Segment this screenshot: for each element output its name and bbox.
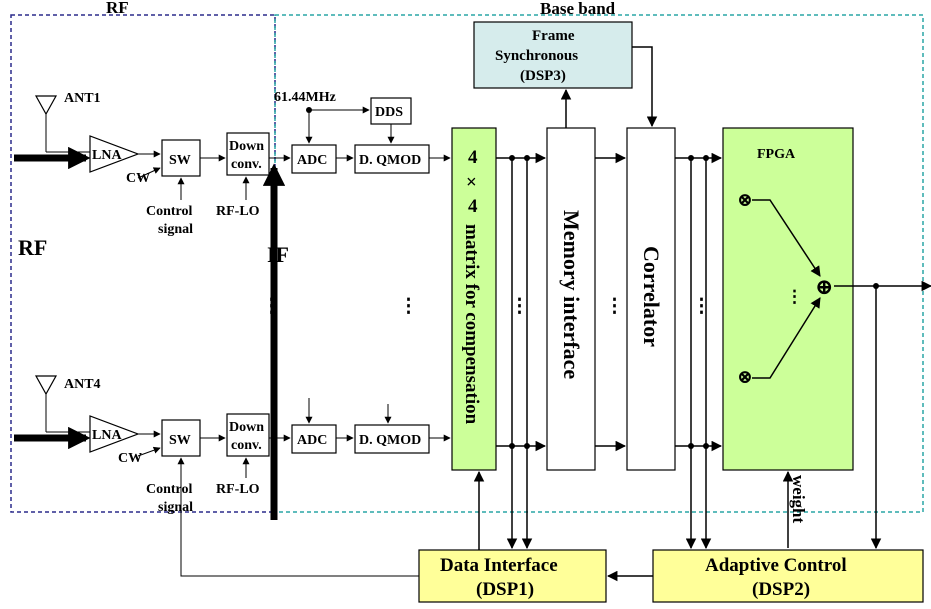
- frame-sync-line3: (DSP3): [520, 68, 566, 84]
- cw-1-label: CW: [126, 171, 150, 186]
- sw-1-label: SW: [169, 153, 191, 168]
- ellipsis-sw: ⋮: [262, 296, 281, 317]
- frame-sync-block: [473, 21, 633, 89]
- dqmod-4-label: D. QMOD: [359, 433, 421, 448]
- down-conv-4: [226, 413, 270, 457]
- memory-interface-label: Memory interface: [559, 210, 584, 379]
- control-signal-1-line1: Control: [146, 204, 193, 219]
- rf-lo-1-label: RF-LO: [216, 204, 260, 219]
- control-signal-4-line1: Control: [146, 482, 193, 497]
- lna-1: [89, 135, 140, 173]
- adaptive-control-line1: Adaptive Control: [705, 555, 847, 576]
- down-conv-1-line1: Down: [229, 139, 264, 154]
- frame-sync-line2: Synchronous: [495, 48, 578, 64]
- weight-label: weight: [789, 475, 808, 524]
- sw-4-label: SW: [169, 433, 191, 448]
- rf-lo-4-label: RF-LO: [216, 482, 260, 497]
- adaptive-control-line2: (DSP2): [752, 579, 810, 600]
- cw-4-label: CW: [118, 451, 142, 466]
- adc-4-label: ADC: [297, 433, 327, 448]
- adc-1: [291, 144, 337, 174]
- down-conv-1: [226, 132, 270, 176]
- matrix-compensation-block: [451, 127, 497, 471]
- correlator-block: [626, 127, 676, 471]
- data-interface-line1: Data Interface: [440, 555, 558, 576]
- matrix-line4: matrix for compensation: [461, 224, 482, 425]
- frame-sync-line1: Frame: [532, 28, 575, 44]
- dqmod-1-label: D. QMOD: [359, 153, 421, 168]
- dds-block: [370, 97, 412, 125]
- dds-label: DDS: [375, 105, 403, 120]
- adaptive-control-block: [652, 549, 924, 603]
- ellipsis-correlator-out: ⋮: [692, 296, 711, 317]
- ellipsis-matrix-out: ⋮: [510, 296, 529, 317]
- lna-1-label: LNA: [92, 148, 122, 163]
- down-conv-1-line2: conv.: [231, 157, 262, 172]
- multiplier-1-icon: ⊗: [737, 190, 753, 211]
- sw-4: [161, 419, 201, 457]
- ellipsis-memory-out: ⋮: [605, 296, 624, 317]
- baseband-region-label: Base band: [540, 0, 616, 18]
- antenna-1-label: ANT1: [64, 91, 101, 106]
- ellipsis-fpga: ⋮: [786, 287, 803, 306]
- fpga-label: FPGA: [757, 147, 796, 162]
- dqmod-1: [354, 144, 430, 174]
- matrix-line1: 4: [468, 147, 478, 168]
- data-interface-line2: (DSP1): [476, 579, 534, 600]
- down-conv-4-line2: conv.: [231, 438, 262, 453]
- adc-1-label: ADC: [297, 153, 327, 168]
- rf-region-label: RF: [106, 0, 129, 17]
- adc-4: [291, 424, 337, 454]
- matrix-line3: 4: [468, 196, 478, 217]
- control-signal-1-line2: signal: [158, 222, 193, 237]
- multiplier-4-icon: ⊗: [737, 367, 753, 388]
- fpga-block: [722, 127, 854, 471]
- baseband-region-border: [274, 14, 924, 513]
- freq-label: 61.44MHz: [274, 90, 336, 105]
- lna-4-label: LNA: [92, 428, 122, 443]
- dqmod-4: [354, 424, 430, 454]
- ellipsis-dqmod: ⋮: [399, 296, 418, 317]
- if-label: IF: [267, 242, 289, 267]
- lna-4: [89, 415, 140, 453]
- memory-interface-block: [546, 127, 596, 471]
- control-signal-4-line2: signal: [158, 500, 193, 515]
- rf-side-label: RF: [18, 235, 47, 260]
- antenna-4-label: ANT4: [64, 377, 101, 392]
- correlator-label: Correlator: [639, 246, 664, 347]
- matrix-line2: ×: [466, 172, 477, 193]
- down-conv-4-line1: Down: [229, 420, 264, 435]
- adder-icon: ⊕: [815, 274, 833, 299]
